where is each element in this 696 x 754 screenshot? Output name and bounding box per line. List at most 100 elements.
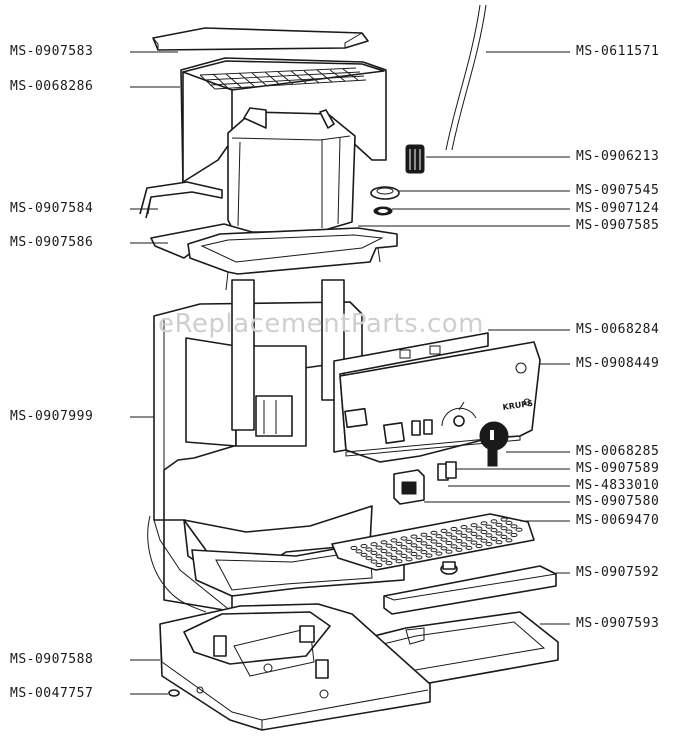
drip-hole — [430, 530, 438, 535]
drip-hole — [455, 530, 463, 535]
drip-hole — [480, 529, 488, 535]
drip-hole — [465, 545, 473, 551]
drip-hole — [390, 547, 398, 552]
drip-hole — [415, 537, 423, 543]
drip-hole — [455, 539, 463, 544]
drip-hole — [485, 542, 493, 547]
drip-hole — [495, 531, 503, 536]
drip-hole — [380, 557, 388, 562]
drip-hole — [465, 537, 473, 542]
drip-hole — [415, 546, 423, 551]
drip-hole — [360, 544, 368, 549]
leader-lines — [130, 51, 570, 695]
part-label: MS-0908449 — [576, 356, 660, 371]
part-label: MS-0907593 — [576, 616, 660, 631]
drip-hole — [470, 531, 478, 537]
drip-hole — [405, 539, 413, 545]
drip-hole — [395, 550, 403, 555]
drip-hole — [400, 553, 408, 559]
part-label: MS-0611571 — [576, 44, 660, 59]
drip-hole — [350, 545, 358, 551]
drip-hole — [510, 532, 518, 538]
drip-hole — [495, 522, 503, 527]
part-label: MS-0907580 — [576, 494, 660, 509]
drip-hole — [430, 539, 438, 544]
drip-hole — [465, 528, 473, 533]
drip-hole — [400, 536, 408, 541]
drip-hole — [400, 545, 408, 550]
drip-hole — [440, 528, 448, 534]
base-plate — [159, 603, 431, 731]
drip-hole — [480, 538, 488, 543]
drip-hole — [375, 562, 383, 568]
water-tank — [227, 107, 356, 233]
drip-hole — [450, 526, 458, 532]
nozzle-clip — [440, 561, 458, 575]
frame-gasket — [187, 227, 398, 291]
drip-hole — [505, 538, 513, 543]
drip-hole — [435, 542, 443, 548]
drip-hole — [370, 550, 378, 556]
drip-hole — [470, 523, 478, 528]
drip-hole — [360, 552, 368, 557]
drip-hole — [365, 556, 373, 561]
drip-hole — [365, 547, 373, 552]
drip-hole — [505, 529, 513, 534]
drip-hole — [500, 526, 508, 531]
drip-hole — [380, 548, 388, 554]
part-label: MS-0068284 — [576, 322, 660, 337]
drip-hole — [370, 559, 378, 564]
drip-hole — [410, 551, 418, 557]
drip-hole — [480, 521, 488, 526]
top-lid — [152, 27, 369, 51]
drip-hole — [475, 526, 483, 531]
drip-hole — [435, 534, 443, 539]
part-label: MS-0907583 — [10, 44, 94, 59]
part-label: MS-0907585 — [576, 218, 660, 233]
drip-hole — [415, 555, 423, 560]
part-label: MS-0907545 — [576, 183, 660, 198]
drip-hole — [430, 548, 438, 553]
tank-bracket — [139, 181, 223, 219]
drip-hole — [485, 524, 493, 529]
small-switch — [437, 461, 457, 481]
part-label: MS-0907584 — [10, 201, 94, 216]
drip-hole — [405, 557, 413, 562]
part-label: MS-0907999 — [10, 409, 94, 424]
part-label: MS-0047757 — [10, 686, 94, 701]
drip-hole — [500, 534, 508, 540]
drip-hole — [450, 544, 458, 549]
drip-hole — [495, 540, 503, 545]
part-label: MS-4833010 — [576, 478, 660, 493]
drip-hole — [460, 533, 468, 538]
drip-hole — [440, 546, 448, 551]
drip-hole — [425, 553, 433, 558]
part-label: MS-0907592 — [576, 565, 660, 580]
switch-module — [393, 469, 425, 505]
drip-bar — [383, 565, 557, 615]
drip-hole — [505, 520, 513, 526]
drip-hole — [490, 528, 498, 533]
part-label: MS-0907586 — [10, 235, 94, 250]
drip-hole — [445, 532, 453, 537]
part-label: MS-0906213 — [576, 149, 660, 164]
drip-hole — [450, 535, 458, 540]
drip-hole — [390, 555, 398, 560]
drip-hole — [510, 524, 518, 529]
drip-hole — [375, 545, 383, 550]
knob-ring — [370, 186, 400, 216]
drip-hole — [375, 554, 383, 559]
control-panel-frame — [333, 332, 489, 453]
drip-hole — [460, 542, 468, 547]
part-label: MS-0907124 — [576, 201, 660, 216]
drip-hole — [385, 552, 393, 557]
drip-hole — [410, 534, 418, 539]
drip-hole — [420, 541, 428, 546]
drip-hole — [420, 532, 428, 537]
watermark: eReplacementParts.com — [158, 309, 485, 339]
knob-cap — [405, 144, 425, 174]
drip-hole — [385, 561, 393, 566]
inner-boiler — [231, 279, 345, 437]
